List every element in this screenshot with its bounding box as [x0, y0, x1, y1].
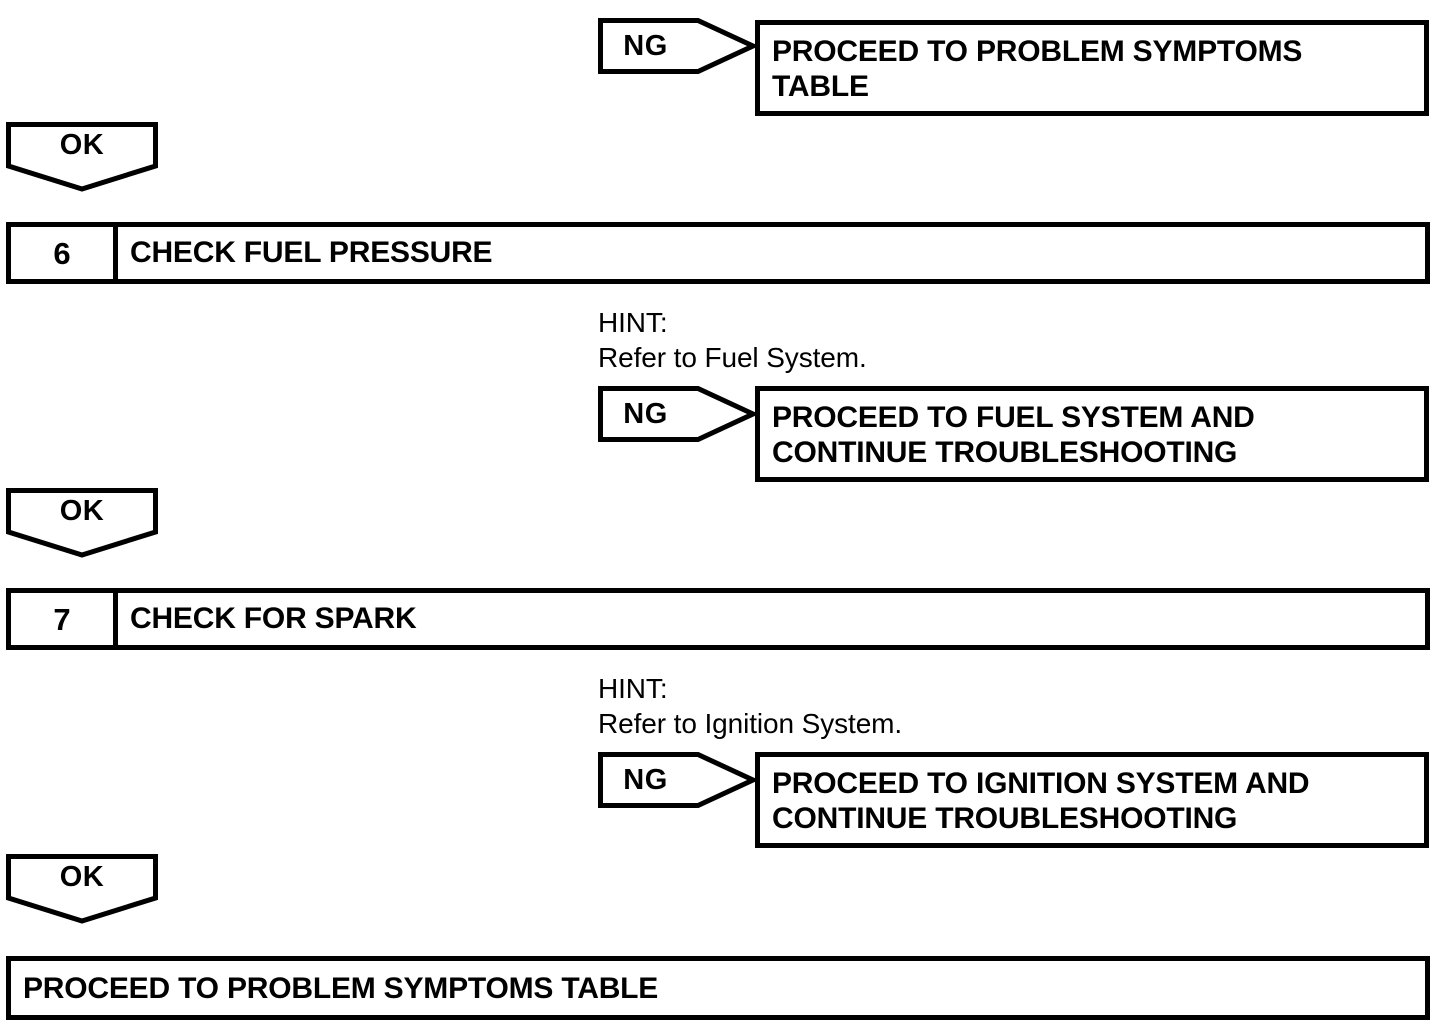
result-box-final-text: PROCEED TO PROBLEM SYMPTOMS TABLE — [23, 972, 659, 1005]
ng-arrow-1-label: NG — [623, 29, 668, 62]
result-line-1: PROCEED TO FUEL SYSTEM AND — [772, 401, 1255, 434]
ng-arrow-shape-icon — [598, 386, 756, 442]
ok-arrow-2-label: OK — [59, 494, 105, 527]
result-box-fuel-system: PROCEED TO FUEL SYSTEM AND CONTINUE TROU… — [755, 386, 1429, 482]
result-line-2: CONTINUE TROUBLESHOOTING — [772, 802, 1238, 836]
hint-7-text: Refer to Ignition System. — [598, 708, 903, 739]
step-6-number: 6 — [11, 227, 118, 279]
result-line-2: CONTINUE TROUBLESHOOTING — [772, 436, 1238, 470]
ng-arrow-1: NG — [598, 18, 756, 74]
hint-6-text: Refer to Fuel System. — [598, 342, 867, 373]
ok-arrow-1-label: OK — [59, 128, 105, 161]
ok-arrow-3: OK — [6, 854, 158, 924]
hint-6-label: HINT: — [598, 307, 668, 338]
result-line-1: PROCEED TO PROBLEM SYMPTOMS — [772, 35, 1303, 68]
result-line-2: TABLE — [772, 70, 869, 104]
ng-arrow-2-label: NG — [623, 397, 668, 430]
result-line-1: PROCEED TO IGNITION SYSTEM AND — [772, 767, 1310, 800]
result-box-ignition-system-text: PROCEED TO IGNITION SYSTEM AND CONTINUE … — [760, 757, 1310, 837]
result-box-problem-symptoms-1-text: PROCEED TO PROBLEM SYMPTOMS TABLE — [760, 25, 1302, 105]
ok-arrow-shape-icon — [6, 488, 158, 558]
result-box-fuel-system-text: PROCEED TO FUEL SYSTEM AND CONTINUE TROU… — [760, 391, 1255, 471]
step-box-6: 6 CHECK FUEL PRESSURE — [6, 222, 1430, 284]
ng-arrow-shape-icon — [598, 752, 756, 808]
step-7-title: CHECK FOR SPARK — [130, 602, 417, 635]
result-box-final-problem-symptoms: PROCEED TO PROBLEM SYMPTOMS TABLE — [6, 956, 1430, 1020]
ok-arrow-3-label: OK — [59, 860, 105, 893]
result-box-ignition-system: PROCEED TO IGNITION SYSTEM AND CONTINUE … — [755, 752, 1429, 848]
ok-arrow-shape-icon — [6, 854, 158, 924]
ng-arrow-2: NG — [598, 386, 756, 442]
result-box-problem-symptoms-1: PROCEED TO PROBLEM SYMPTOMS TABLE — [755, 20, 1429, 116]
ng-arrow-3: NG — [598, 752, 756, 808]
hint-7-label: HINT: — [598, 673, 668, 704]
step-box-7: 7 CHECK FOR SPARK — [6, 588, 1430, 650]
ok-arrow-2: OK — [6, 488, 158, 558]
ng-arrow-3-label: NG — [623, 763, 668, 796]
ng-arrow-shape-icon — [598, 18, 756, 74]
ok-arrow-1: OK — [6, 122, 158, 192]
hint-block-6: HINT: Refer to Fuel System. — [598, 305, 867, 375]
step-7-number: 7 — [11, 593, 118, 645]
ok-arrow-shape-icon — [6, 122, 158, 192]
step-6-title: CHECK FUEL PRESSURE — [130, 236, 493, 269]
hint-block-7: HINT: Refer to Ignition System. — [598, 671, 902, 741]
